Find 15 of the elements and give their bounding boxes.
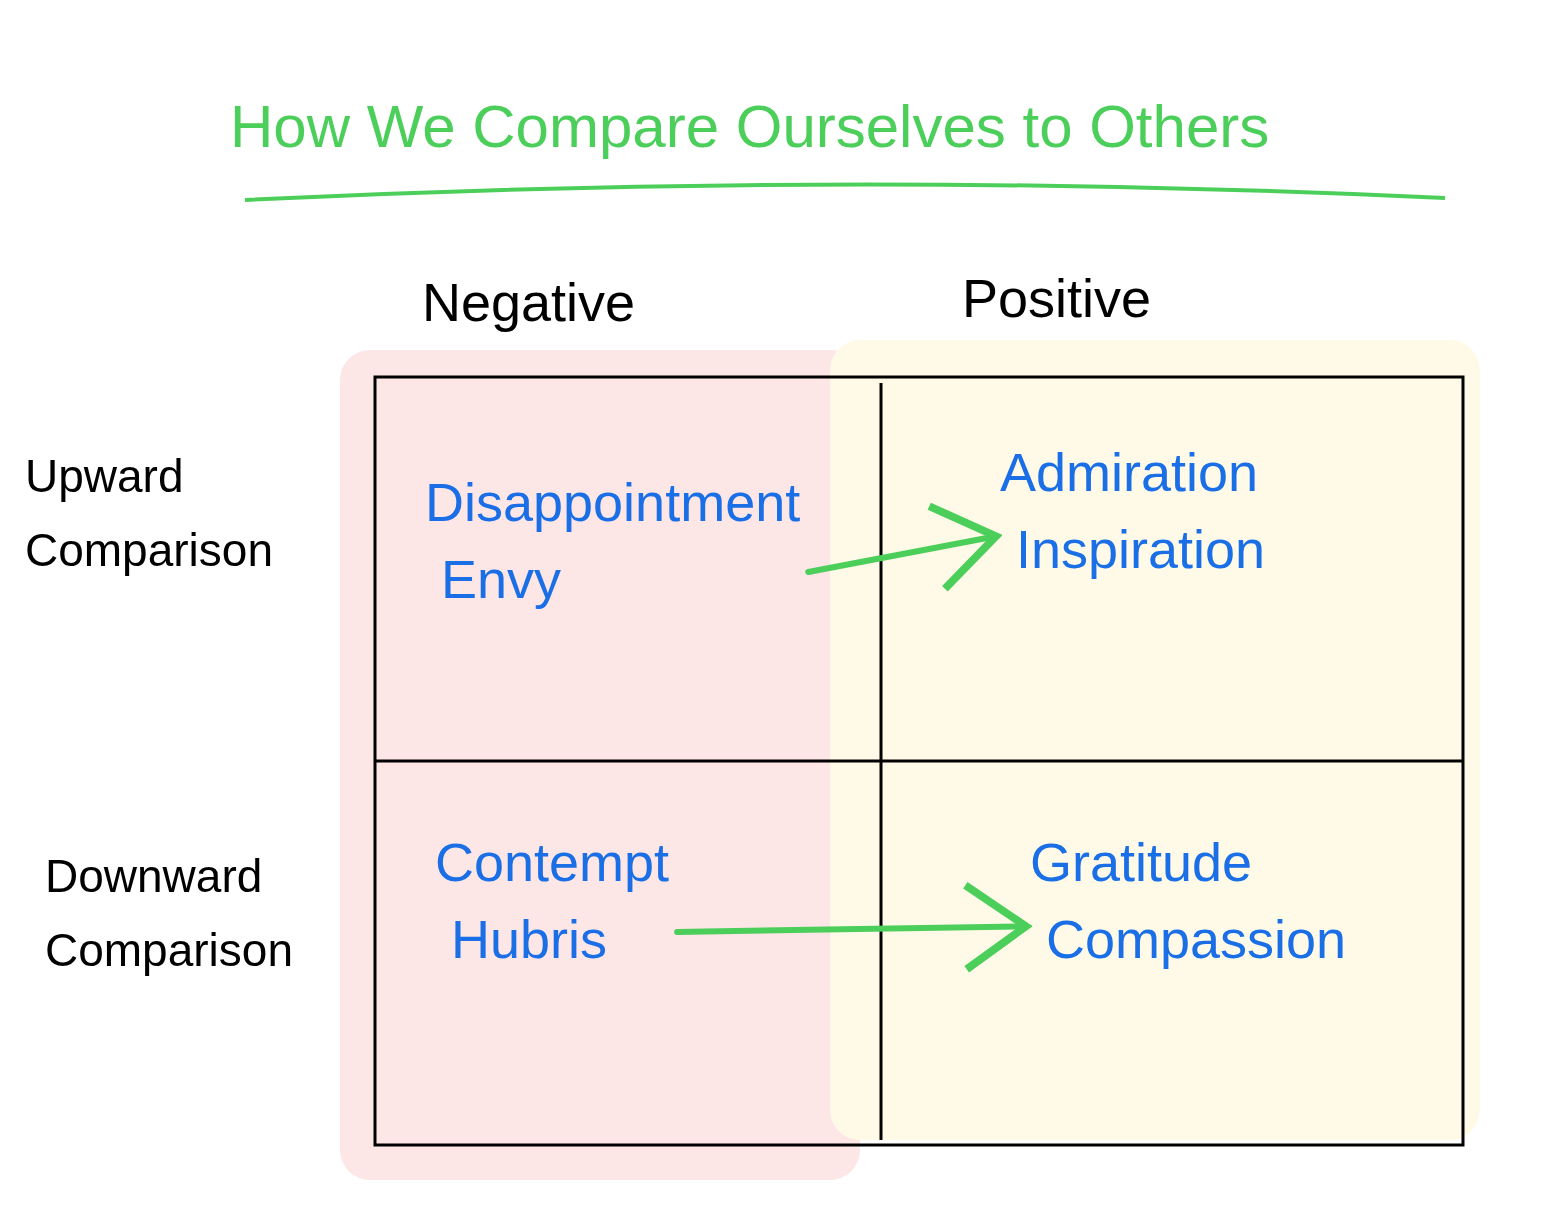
quadrant-term: Contempt [435, 831, 670, 894]
quadrant-term: Inspiration [1016, 517, 1266, 581]
arrow [674, 881, 1030, 974]
column-header: Negative [422, 271, 636, 334]
column-header: Positive [962, 267, 1152, 330]
quadrant-term: Compassion [1046, 907, 1347, 971]
quadrant-term: Disappointment [425, 471, 801, 534]
quadrant-term: Hubris [451, 907, 609, 971]
quadrant-term: Gratitude [1030, 831, 1254, 894]
title: How We Compare Ourselves to Others [230, 92, 1270, 162]
quadrant-term: Admiration [1000, 441, 1260, 504]
quadrant-term: Envy [441, 547, 563, 611]
row-header: Upward Comparison [25, 449, 274, 578]
arrow [805, 502, 1000, 593]
row-header: Downward Comparison [45, 849, 294, 978]
